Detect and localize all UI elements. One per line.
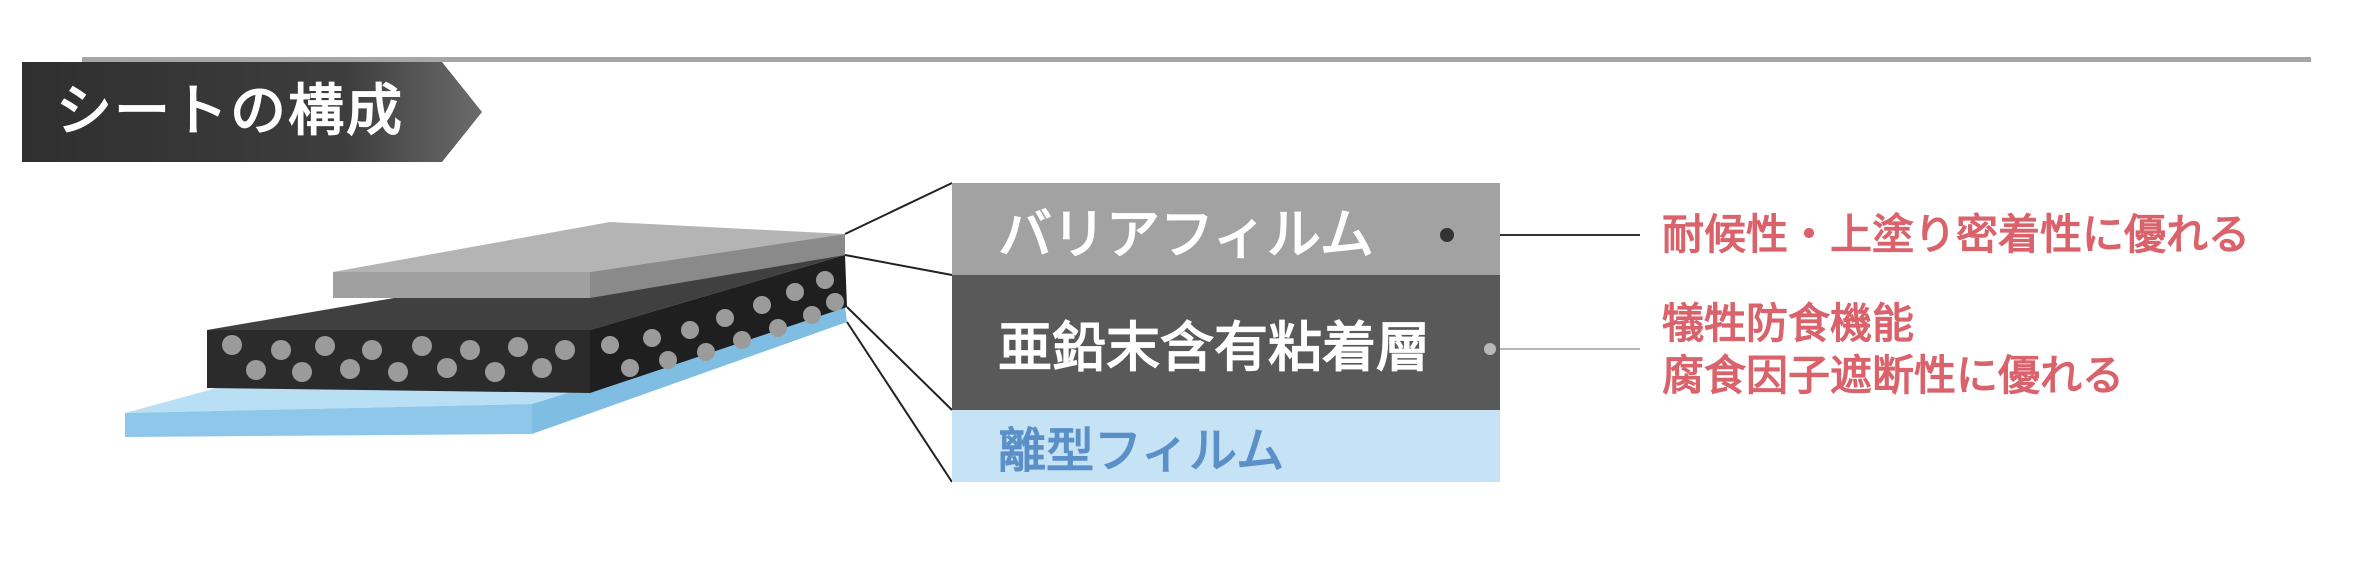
zinc-layer-front xyxy=(207,330,590,393)
zinc-description-line1: 犠牲防食機能 xyxy=(1662,299,1915,348)
release-film-front xyxy=(125,404,532,437)
release-film-label-box: 離型フィルム xyxy=(952,410,1500,482)
section-title: シートの構成 xyxy=(56,79,404,144)
barrier-film-label-box: バリアフィルム xyxy=(952,183,1500,275)
release-film-side xyxy=(532,307,847,434)
barrier-description: 耐候性・上塗り密着性に優れる xyxy=(1662,210,2251,259)
barrier-film-label: バリアフィルム xyxy=(998,202,1374,266)
section-tag-shape xyxy=(22,62,482,162)
section-tag xyxy=(22,62,482,162)
release-film-label: 離型フィルム xyxy=(998,423,1285,479)
zinc-bullet xyxy=(1484,343,1496,355)
zinc-layer-label-box: 亜鉛末含有粘着層 xyxy=(952,275,1500,410)
zoom-leader-lines xyxy=(844,182,953,483)
barrier-film-front xyxy=(333,272,590,298)
zinc-description-line2: 腐食因子遮断性に優れる xyxy=(1662,351,2125,400)
barrier-film-side xyxy=(590,234,845,298)
zinc-particles xyxy=(222,271,844,382)
zinc-layer-label: 亜鉛末含有粘着層 xyxy=(998,316,1430,379)
barrier-bullet xyxy=(1440,228,1454,242)
barrier-film-top xyxy=(333,222,845,272)
header-divider xyxy=(82,57,2311,62)
